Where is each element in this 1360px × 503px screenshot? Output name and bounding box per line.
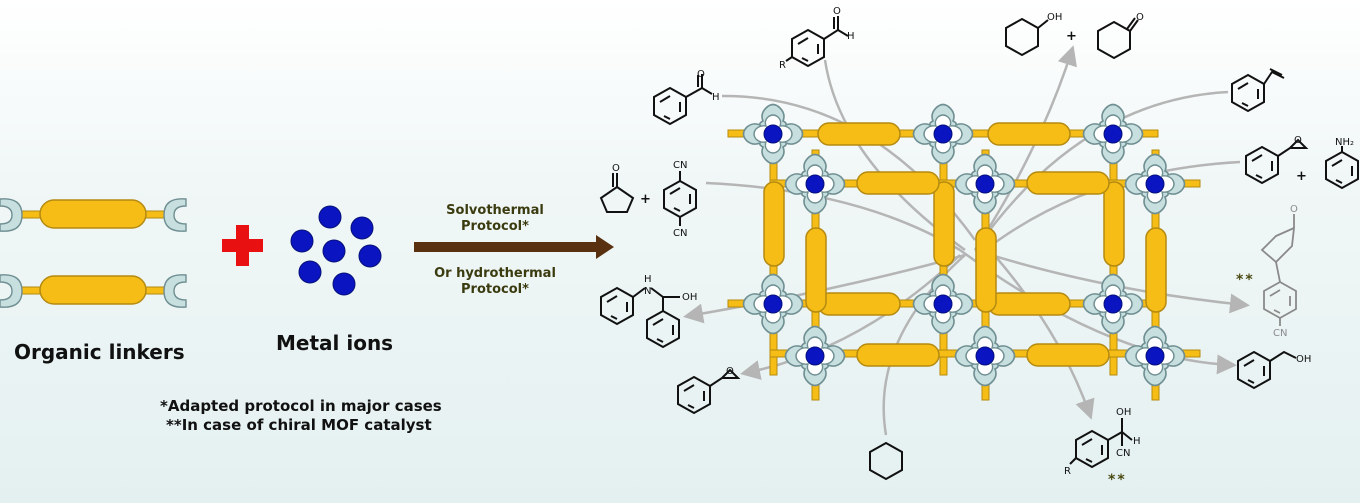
aniline-structure xyxy=(1325,146,1359,190)
svg-text:CN: CN xyxy=(673,160,687,171)
synthesis-arrow xyxy=(414,235,614,259)
protocol-solvothermal: Solvothermal Protocol* xyxy=(446,203,544,234)
organic-linkers-label: Organic linkers xyxy=(14,340,185,364)
chiral-marker-cyanohydrin: ** xyxy=(1108,472,1127,488)
svg-text:CN: CN xyxy=(1116,448,1130,459)
terephthalonitrile-structure xyxy=(663,171,697,226)
metal-ions-cluster xyxy=(290,205,382,296)
cyclohexanone-structure xyxy=(1097,17,1139,60)
svg-text:CN: CN xyxy=(1273,328,1287,339)
svg-text:O: O xyxy=(833,6,841,17)
mof-framework xyxy=(727,103,1201,401)
cyclopentanone-structure xyxy=(599,173,635,213)
reaction-arrows xyxy=(683,45,1250,436)
plus-icon xyxy=(222,225,263,266)
chiral-marker-nitrile: ** xyxy=(1236,272,1255,288)
svg-text:O: O xyxy=(1136,12,1144,23)
svg-text:OH: OH xyxy=(1296,354,1311,365)
svg-text:H: H xyxy=(847,31,855,42)
svg-text:CN: CN xyxy=(673,228,687,239)
svg-text:N: N xyxy=(644,286,651,297)
svg-text:R: R xyxy=(779,60,786,71)
svg-text:H: H xyxy=(644,274,652,285)
protocol-hydrothermal: Or hydrothermal Protocol* xyxy=(434,266,556,297)
substituted-benzaldehyde-structure xyxy=(785,16,849,68)
svg-text:O: O xyxy=(697,69,705,80)
svg-text:O: O xyxy=(726,366,734,377)
svg-text:+: + xyxy=(1066,29,1077,44)
organic-linker-1 xyxy=(0,198,187,232)
styrene-oxide-structure xyxy=(1245,138,1309,185)
cyclohexanol-structure xyxy=(1005,17,1049,57)
svg-text:O: O xyxy=(612,163,620,174)
metal-ions-label: Metal ions xyxy=(276,331,394,355)
svg-text:O: O xyxy=(1290,204,1298,215)
cyanohydrin-structure xyxy=(1069,418,1133,469)
organic-linker-2 xyxy=(0,274,187,308)
svg-text:H: H xyxy=(712,92,720,103)
amino-alcohol-structure xyxy=(600,286,680,349)
footnote-adapted: *Adapted protocol in major cases xyxy=(160,397,442,415)
cyclohexane-structure xyxy=(869,441,903,481)
benzaldehyde-structure xyxy=(653,74,713,126)
benzyl-alcohol-structure xyxy=(1237,350,1297,390)
styrene-structure xyxy=(1231,68,1285,113)
styrene-oxide-bottom-structure xyxy=(677,368,741,415)
svg-text:O: O xyxy=(1294,135,1302,146)
svg-text:OH: OH xyxy=(1047,12,1062,23)
svg-text:OH: OH xyxy=(682,292,697,303)
chiral-nitrile-structure xyxy=(1260,214,1297,326)
svg-text:NH₂: NH₂ xyxy=(1335,137,1354,148)
atom-labels: O H O H R OH O + O + NH₂ O + CN CN H N O… xyxy=(612,6,1354,477)
svg-text:+: + xyxy=(640,192,651,207)
footnote-chiral: **In case of chiral MOF catalyst xyxy=(166,416,432,434)
svg-text:OH: OH xyxy=(1116,407,1131,418)
svg-text:+: + xyxy=(1296,169,1307,184)
svg-text:R: R xyxy=(1064,466,1071,477)
svg-text:H: H xyxy=(1133,436,1141,447)
